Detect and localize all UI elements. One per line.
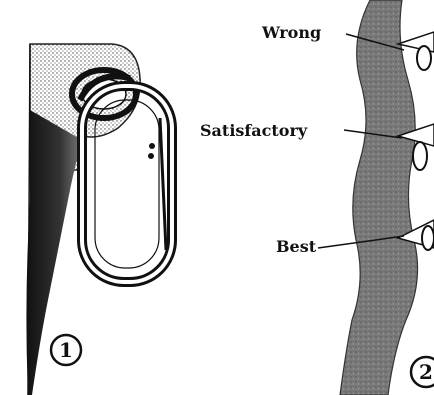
figure-number-1-text: 1 <box>59 338 73 362</box>
carabiner-satisfactory <box>413 142 427 170</box>
rock-face <box>340 0 418 395</box>
figure-number-2-text: 2 <box>419 360 433 384</box>
carabiner-best <box>422 226 434 250</box>
figure-number-1: 1 <box>51 335 81 365</box>
carabiner-wrong <box>417 46 431 70</box>
label-wrong: Wrong <box>261 23 321 42</box>
label-satisfactory: Satisfactory <box>200 121 308 140</box>
figure-number-2: 2 <box>411 357 434 387</box>
label-best: Best <box>276 237 317 256</box>
piton-blade <box>26 110 82 395</box>
panel-1: 1 <box>26 44 172 395</box>
panel-2: Wrong Satisfactory Best 2 <box>200 0 434 395</box>
